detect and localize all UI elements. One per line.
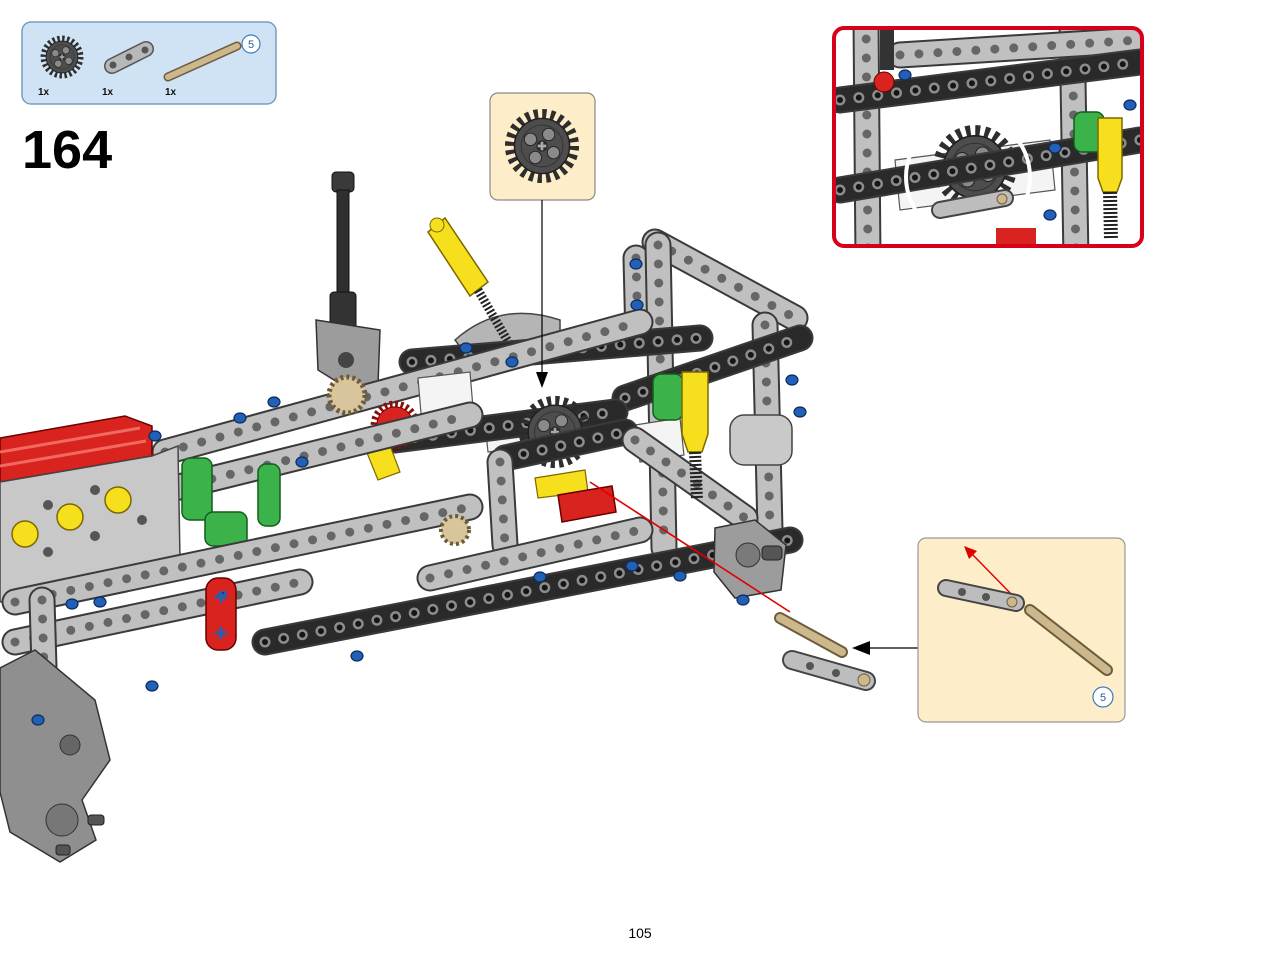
yellow-connector <box>1097 117 1123 193</box>
gray-beam <box>161 401 484 502</box>
liftarm-icon <box>104 41 154 74</box>
gray-beam <box>1 493 484 616</box>
front-axle-assembly <box>0 649 111 863</box>
red-connector <box>557 485 617 523</box>
inset-border <box>832 26 1144 248</box>
gear-callout-arrow <box>536 200 548 388</box>
gray-beam <box>1 568 314 656</box>
gear-callout <box>489 92 596 201</box>
axle-length-label: 5 <box>1100 692 1106 704</box>
blue-pins <box>31 258 807 726</box>
green-connector <box>204 511 248 547</box>
highlight-circle <box>904 113 1032 241</box>
gray-beam <box>416 516 654 592</box>
axle-icon <box>163 41 242 82</box>
gray-beam <box>621 426 759 532</box>
main-assembly <box>0 171 814 863</box>
gray-beam <box>486 448 519 559</box>
tan-gear <box>326 374 368 416</box>
red-arrow <box>971 553 1018 601</box>
gray-beam <box>151 308 654 466</box>
pointer-arrow <box>852 641 918 655</box>
engine-block <box>0 415 181 603</box>
axle-length-badge: 5 <box>241 34 261 54</box>
axle-quantity: 1x <box>165 87 177 98</box>
black-vertical-axle <box>880 30 894 70</box>
axle-length-badge: 5 <box>1092 686 1114 708</box>
axle-icon <box>1024 604 1113 676</box>
step-number: 164 <box>22 120 112 180</box>
liftarm-icon <box>937 579 1025 612</box>
black-beam <box>491 418 639 472</box>
green-liftarm <box>181 457 213 521</box>
gray-connector <box>729 414 793 466</box>
red-arrow-head <box>964 546 977 559</box>
page-number: 105 <box>628 925 652 941</box>
detail-inset <box>832 26 1144 248</box>
black-beam <box>836 48 1140 114</box>
axle-length-label: 5 <box>248 39 254 51</box>
gray-beam <box>852 30 882 244</box>
liftarm-quantity: 1x <box>102 87 114 98</box>
spring <box>1103 191 1118 241</box>
tan-gear <box>439 514 471 546</box>
subassembly-callout: 5 <box>917 537 1126 723</box>
parts-list-box: 5 1x 1x 1x <box>21 21 277 105</box>
spring <box>689 451 703 501</box>
green-liftarm <box>257 463 281 527</box>
yellow-connector <box>681 371 709 453</box>
right-axle-housing <box>713 519 787 599</box>
red-liftarm <box>205 577 237 651</box>
gray-beam <box>641 228 809 332</box>
insertion-guide-line <box>589 481 791 613</box>
loose-subassembly <box>774 612 876 691</box>
gear-quantity: 1x <box>38 87 50 98</box>
black-vertical-axle <box>315 171 381 391</box>
black-beam <box>251 526 804 656</box>
green-connector <box>652 373 684 421</box>
red-gear <box>873 71 895 93</box>
yellow-shock-absorber <box>427 216 514 348</box>
liftarm-icon <box>931 189 1014 219</box>
red-connector <box>996 228 1036 244</box>
gray-beam <box>886 30 1140 69</box>
